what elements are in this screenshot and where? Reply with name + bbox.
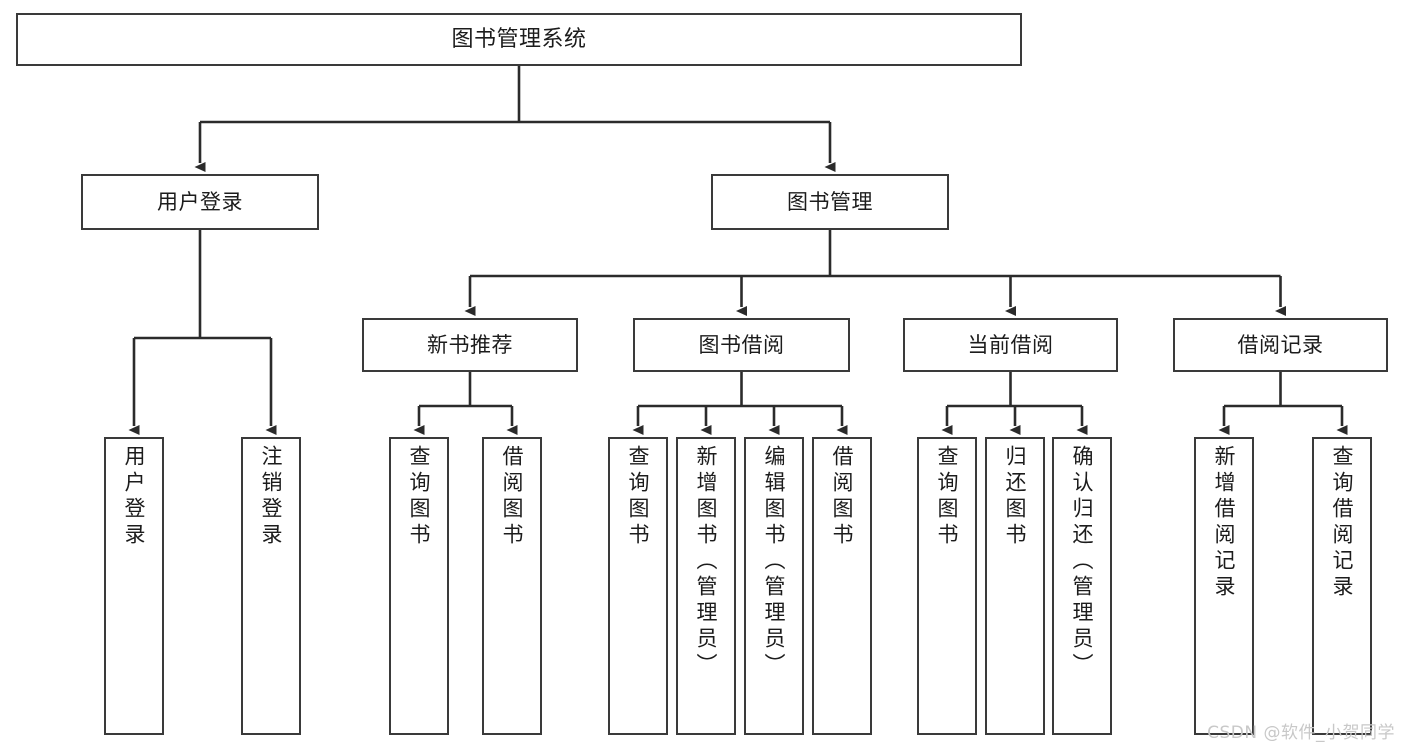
node-current-borrow[interactable]: 当前借阅 xyxy=(903,318,1118,372)
node-leaf-br-query-record[interactable]: 查询借阅记录 xyxy=(1312,437,1372,735)
node-root-label: 图书管理系统 xyxy=(451,26,587,52)
node-new-book-rec-label: 新书推荐 xyxy=(427,332,513,357)
node-leaf-bb-add-book-label: 新增图书（管理员） xyxy=(694,445,719,679)
node-leaf-rec-borrow-book-label: 借阅图书 xyxy=(500,445,525,549)
node-leaf-bb-edit-book-label: 编辑图书（管理员） xyxy=(762,445,787,679)
node-leaf-user-login[interactable]: 用户登录 xyxy=(104,437,164,735)
node-leaf-cb-return-book[interactable]: 归还图书 xyxy=(985,437,1045,735)
node-leaf-cb-confirm-return-label: 确认归还（管理员） xyxy=(1070,445,1095,679)
node-leaf-bb-edit-book[interactable]: 编辑图书（管理员） xyxy=(744,437,804,735)
node-book-borrow[interactable]: 图书借阅 xyxy=(633,318,850,372)
node-book-manage-label: 图书管理 xyxy=(787,189,873,214)
node-book-manage[interactable]: 图书管理 xyxy=(711,174,949,230)
node-user-login[interactable]: 用户登录 xyxy=(81,174,319,230)
node-leaf-cb-confirm-return[interactable]: 确认归还（管理员） xyxy=(1052,437,1112,735)
node-user-login-label: 用户登录 xyxy=(157,189,243,214)
csdn-watermark: CSDN @软件_小贺同学 xyxy=(1207,723,1395,743)
node-leaf-rec-query-book[interactable]: 查询图书 xyxy=(389,437,449,735)
node-leaf-bb-add-book[interactable]: 新增图书（管理员） xyxy=(676,437,736,735)
node-leaf-bb-query-book[interactable]: 查询图书 xyxy=(608,437,668,735)
node-borrow-record-label: 借阅记录 xyxy=(1237,332,1324,357)
node-leaf-bb-query-book-label: 查询图书 xyxy=(626,445,651,549)
node-leaf-user-logout[interactable]: 注销登录 xyxy=(241,437,301,735)
node-leaf-bb-borrow-book[interactable]: 借阅图书 xyxy=(812,437,872,735)
node-borrow-record[interactable]: 借阅记录 xyxy=(1173,318,1388,372)
node-leaf-br-add-record-label: 新增借阅记录 xyxy=(1212,445,1237,601)
node-leaf-br-add-record[interactable]: 新增借阅记录 xyxy=(1194,437,1254,735)
node-leaf-bb-borrow-book-label: 借阅图书 xyxy=(830,445,855,549)
node-leaf-user-logout-label: 注销登录 xyxy=(259,445,284,549)
node-new-book-rec[interactable]: 新书推荐 xyxy=(362,318,578,372)
node-leaf-user-login-label: 用户登录 xyxy=(122,445,147,549)
node-leaf-cb-query-book-label: 查询图书 xyxy=(935,445,960,549)
node-leaf-rec-query-book-label: 查询图书 xyxy=(407,445,432,549)
node-current-borrow-label: 当前借阅 xyxy=(967,332,1054,357)
node-leaf-cb-query-book[interactable]: 查询图书 xyxy=(917,437,977,735)
node-leaf-cb-return-book-label: 归还图书 xyxy=(1003,445,1028,549)
node-root[interactable]: 图书管理系统 xyxy=(16,13,1022,66)
node-leaf-rec-borrow-book[interactable]: 借阅图书 xyxy=(482,437,542,735)
node-leaf-br-query-record-label: 查询借阅记录 xyxy=(1330,445,1355,601)
node-book-borrow-label: 图书借阅 xyxy=(698,332,785,357)
